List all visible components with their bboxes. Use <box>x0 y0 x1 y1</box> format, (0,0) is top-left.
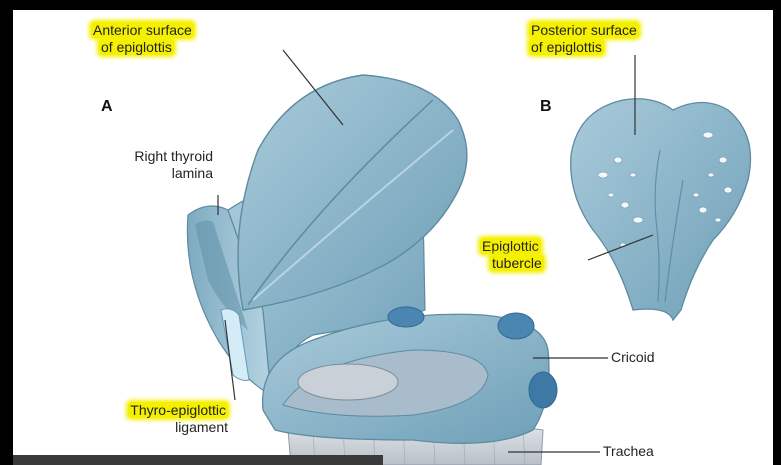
facet-2 <box>498 313 534 339</box>
label-thyro-epiglottic-line1: Thyro-epiglottic <box>128 402 228 418</box>
label-posterior-surface: Posterior surface of epiglottis <box>529 22 639 56</box>
epiglottis-anterior-shape <box>238 75 467 310</box>
epiglottis-posterior-shape <box>571 99 751 320</box>
label-anterior-surface-line1: Anterior surface <box>91 22 194 38</box>
label-right-thyroid-line1: Right thyroid <box>134 148 213 164</box>
label-epiglottic-tubercle-line2: tubercle <box>490 255 544 271</box>
label-anterior-surface: Anterior surface of epiglottis <box>91 22 194 56</box>
label-right-thyroid-line2: lamina <box>172 165 213 181</box>
label-posterior-surface-line2: of epiglottis <box>529 39 604 55</box>
label-epiglottic-tubercle-line1: Epiglottic <box>480 238 541 254</box>
bottom-bar <box>13 455 383 465</box>
anatomy-figure: A B Anterior surface of epiglottis Poste… <box>13 10 773 465</box>
label-thyro-epiglottic-line2: ligament <box>175 419 228 435</box>
label-thyro-epiglottic-ligament: Thyro-epiglottic ligament <box>48 402 228 436</box>
facet-1 <box>388 307 424 327</box>
panel-a-letter: A <box>101 98 113 116</box>
epiglottis-illustration <box>13 10 773 465</box>
label-posterior-surface-line1: Posterior surface <box>529 22 639 38</box>
facet-3 <box>529 372 557 408</box>
label-anterior-surface-line2: of epiglottis <box>99 39 174 55</box>
label-right-thyroid-lamina: Right thyroid lamina <box>63 148 213 182</box>
panel-b-letter: B <box>540 98 552 116</box>
label-trachea: Trachea <box>603 443 654 460</box>
label-epiglottic-tubercle: Epiglottic tubercle <box>480 238 544 272</box>
label-cricoid: Cricoid <box>611 349 655 366</box>
